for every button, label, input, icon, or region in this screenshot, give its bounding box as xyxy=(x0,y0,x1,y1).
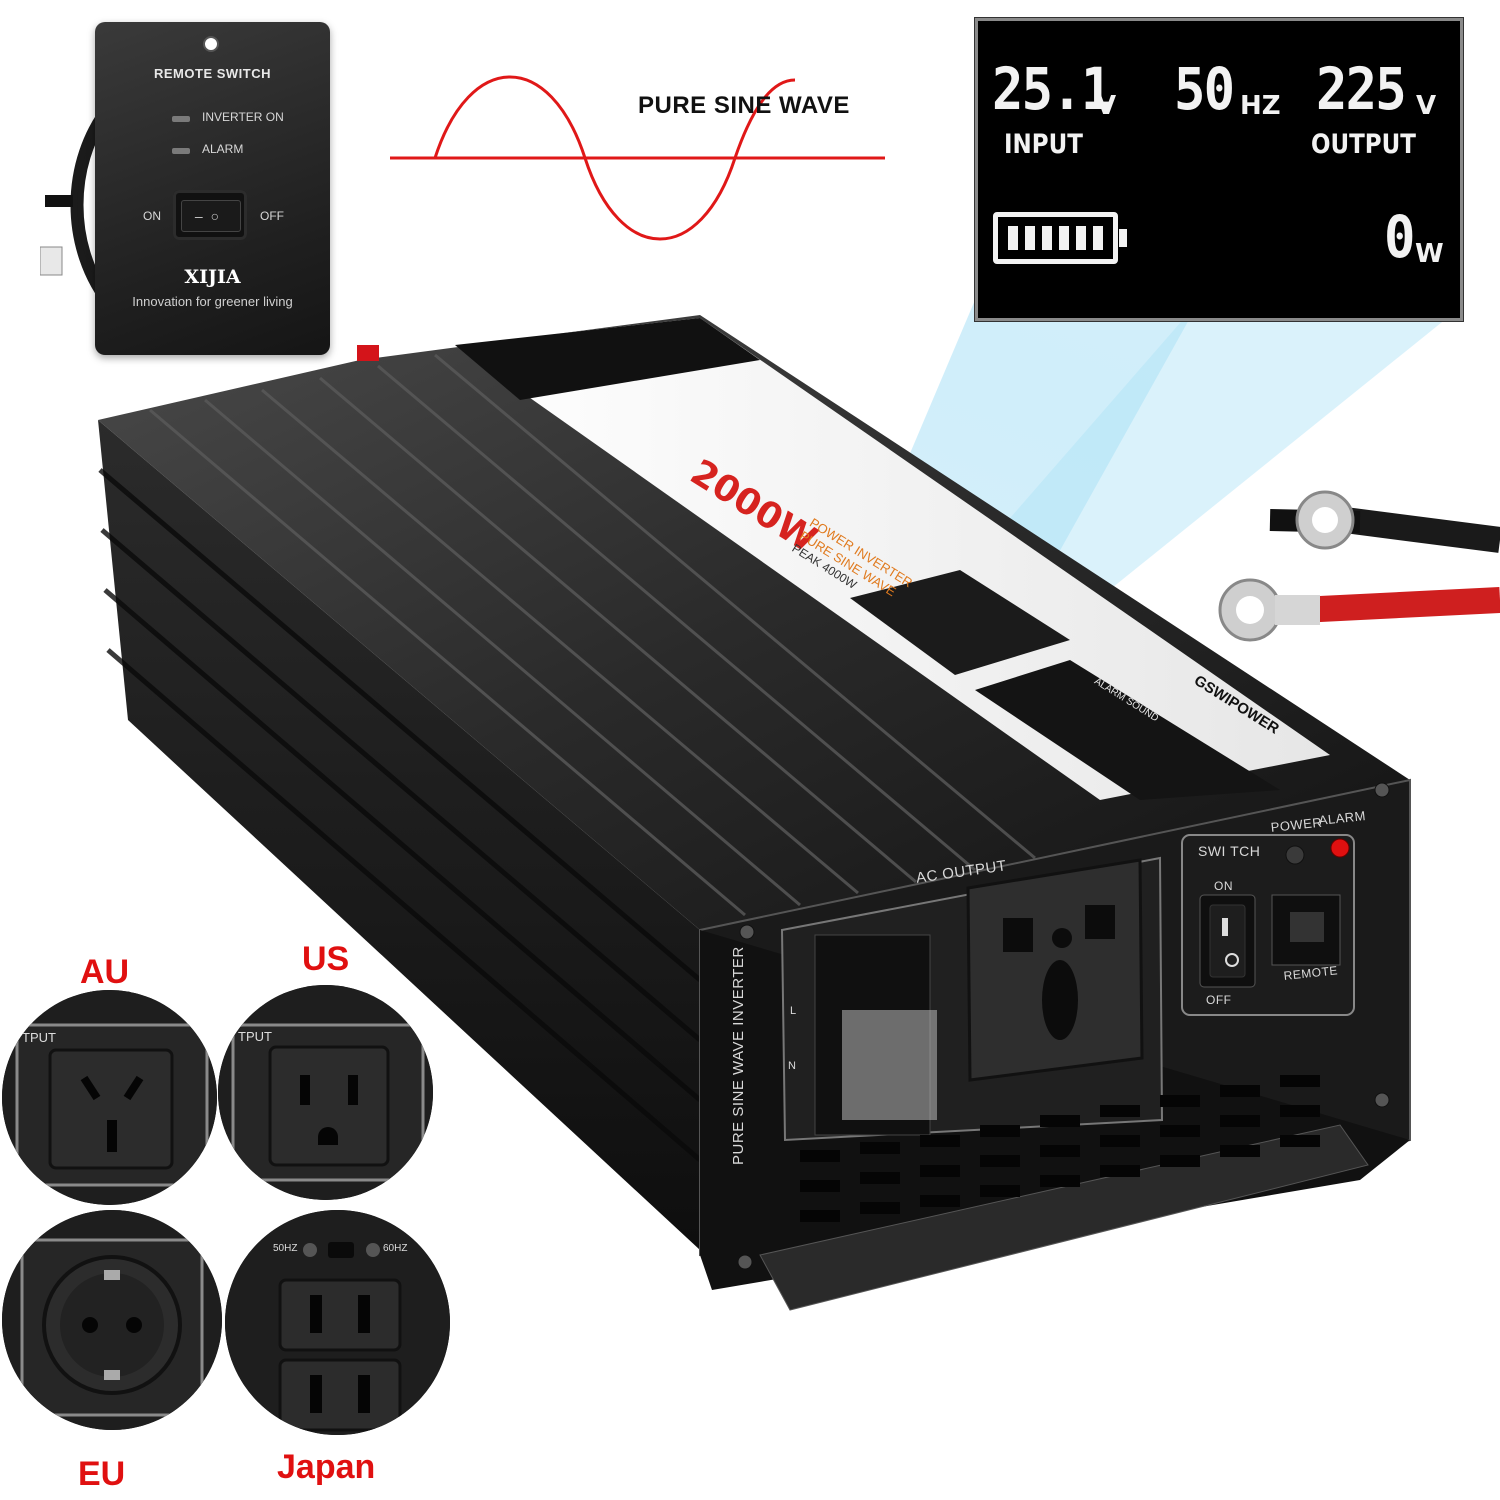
inverter-on-led xyxy=(172,116,190,122)
us-output-text: TPUT xyxy=(238,1029,272,1044)
sine-wave-graphic xyxy=(390,75,885,241)
remote-port[interactable] xyxy=(1273,896,1339,964)
power-value: 0 xyxy=(1384,203,1415,271)
au-socket-icon xyxy=(2,990,217,1205)
lcd-display: 25.1 V 50 HZ 225 V INPUT OUTPUT 0 W xyxy=(975,18,1463,321)
terminal-l-label: L xyxy=(790,1005,797,1017)
region-japan-label: Japan xyxy=(277,1448,376,1486)
region-eu-label: EU xyxy=(78,1455,126,1493)
pure-sine-wave-label: PURE SINE WAVE xyxy=(638,92,850,119)
mounting-hole xyxy=(203,36,219,52)
us-socket-icon xyxy=(218,985,433,1200)
battery-bar xyxy=(1025,226,1035,250)
input-voltage-value: 25.1 xyxy=(992,55,1112,123)
japan-socket-icon xyxy=(225,1210,450,1435)
us-outlet-view: TPUT xyxy=(218,985,433,1200)
battery-icon xyxy=(993,212,1127,264)
eu-outlet-view xyxy=(2,1210,222,1430)
region-us-label: US xyxy=(302,940,350,978)
inverter-on-label: INVERTER ON xyxy=(202,110,284,124)
region-au-label: AU xyxy=(80,953,130,991)
remote-off-label: OFF xyxy=(260,209,284,223)
power-unit: W xyxy=(1415,239,1444,269)
freq-50hz-label: 50HZ xyxy=(273,1243,298,1254)
input-voltage-unit: V xyxy=(1096,91,1117,121)
remote-slogan: Innovation for greener living xyxy=(132,294,293,309)
freq-60hz-label: 60HZ xyxy=(383,1243,408,1254)
au-outlet-view: TPUT xyxy=(2,990,217,1205)
switch-label: SWI TCH xyxy=(1198,843,1261,859)
power-rocker-switch[interactable] xyxy=(1210,905,1248,980)
frequency-value: 50 xyxy=(1174,55,1235,123)
battery-bar xyxy=(1059,226,1069,250)
output-voltage-value: 225 xyxy=(1316,55,1407,123)
eu-socket-icon xyxy=(2,1210,222,1430)
battery-bar xyxy=(1042,226,1052,250)
remote-brand: XIJIA xyxy=(184,266,241,288)
battery-bar xyxy=(1008,226,1018,250)
terminal-n-label: N xyxy=(788,1060,797,1072)
output-label: OUTPUT xyxy=(1311,129,1416,160)
battery-bar xyxy=(1093,226,1103,250)
input-label: INPUT xyxy=(1004,129,1083,160)
rocker-knob: –○ xyxy=(181,200,241,232)
alarm-led xyxy=(172,148,190,154)
frequency-unit: HZ xyxy=(1240,91,1281,121)
remote-title: REMOTE SWITCH xyxy=(154,66,271,81)
alarm-label: ALARM xyxy=(202,142,244,156)
battery-bar xyxy=(1076,226,1086,250)
au-output-text: TPUT xyxy=(22,1030,56,1045)
output-voltage-unit: V xyxy=(1416,91,1437,121)
remote-on-label: ON xyxy=(143,209,161,223)
battery-cap xyxy=(1119,229,1127,247)
switch-off-label: OFF xyxy=(1206,993,1232,1007)
japan-outlet-view: 50HZ 60HZ xyxy=(225,1210,450,1435)
remote-rocker-switch[interactable]: –○ xyxy=(173,190,247,240)
side-model-label: PURE SINE WAVE INVERTER xyxy=(730,946,747,1165)
remote-switch: REMOTE SWITCH INVERTER ON ALARM ON –○ OF… xyxy=(95,22,330,355)
switch-on-label: ON xyxy=(1214,879,1233,893)
